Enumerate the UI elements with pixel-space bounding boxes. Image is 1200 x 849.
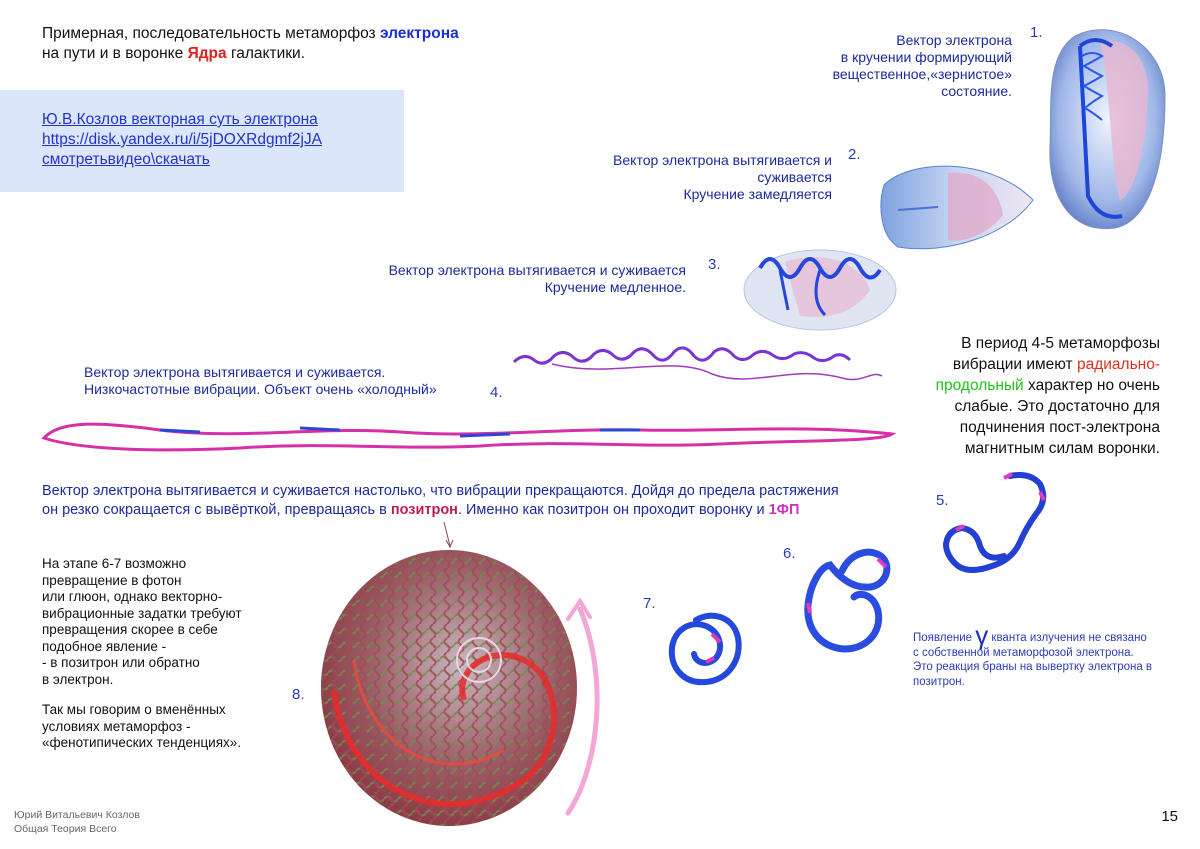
stage8-funnel-illustration bbox=[321, 550, 577, 826]
stage5-wavy-strand-illustration bbox=[942, 472, 1047, 573]
gamma-note: Появление γ кванта излучения не связано … bbox=[913, 620, 1153, 688]
link-title[interactable]: Ю.В.Козлов векторная суть электрона bbox=[42, 111, 318, 128]
stage6-loop-illustration bbox=[804, 548, 891, 653]
title-highlight-electron: электрона bbox=[379, 25, 459, 42]
stage3-caption: Вектор электрона вытягивается и суживает… bbox=[388, 262, 686, 295]
left-note: На этапе 6-7 возможно превращение в фото… bbox=[42, 556, 242, 750]
footer-author: Юрий Витальевич Козлов bbox=[14, 809, 140, 821]
link-box: Ю.В.Козлов векторная суть электрона http… bbox=[0, 90, 404, 192]
stage8-number: 8. bbox=[292, 686, 305, 703]
footer: Юрий Витальевич Козлов Общая Теория Всег… bbox=[14, 808, 140, 836]
stage2-caption: Вектор электрона вытягивается и суживает… bbox=[613, 152, 832, 202]
stage5-number: 5. bbox=[936, 492, 949, 509]
period-note: В период 4-5 метаморфозы вибрации имеют … bbox=[935, 335, 1160, 457]
stage4-caption: Вектор электрона вытягивается и суживает… bbox=[84, 364, 437, 397]
link-url[interactable]: https://disk.yandex.ru/i/5jDOXRdgmf2jJA bbox=[42, 131, 322, 148]
link-download[interactable]: смотретьвидео\скачать bbox=[42, 151, 210, 168]
stage2-pod-illustration bbox=[880, 165, 1034, 250]
stage3-number: 3. bbox=[708, 256, 721, 273]
stage1-number: 1. bbox=[1030, 24, 1043, 41]
stage1-capsule-illustration bbox=[1049, 29, 1166, 230]
stage4-number: 4. bbox=[490, 384, 503, 401]
page-title: Примерная, последовательность метаморфоз… bbox=[42, 25, 459, 62]
stage1-caption: Вектор электрона в кручении формирующий … bbox=[832, 32, 1012, 99]
gamma-symbol: γ bbox=[975, 620, 989, 650]
stage2-number: 2. bbox=[848, 146, 861, 163]
title-highlight-core: Ядра bbox=[187, 45, 227, 62]
stage7-number: 7. bbox=[643, 595, 656, 612]
stage4-long-wave-illustration bbox=[41, 422, 897, 452]
stage4-short-wave-illustration bbox=[512, 346, 883, 381]
page-number: 15 bbox=[1161, 808, 1178, 825]
stage7-spiral-illustration bbox=[668, 612, 742, 686]
stage-description: Вектор электрона вытягивается и суживает… bbox=[42, 483, 839, 518]
rotation-arrow bbox=[565, 597, 600, 816]
stage3-coil-illustration bbox=[743, 249, 897, 331]
stage6-number: 6. bbox=[783, 545, 796, 562]
pointer-arrow bbox=[443, 521, 454, 549]
footer-subtitle: Общая Теория Всего bbox=[14, 823, 117, 835]
